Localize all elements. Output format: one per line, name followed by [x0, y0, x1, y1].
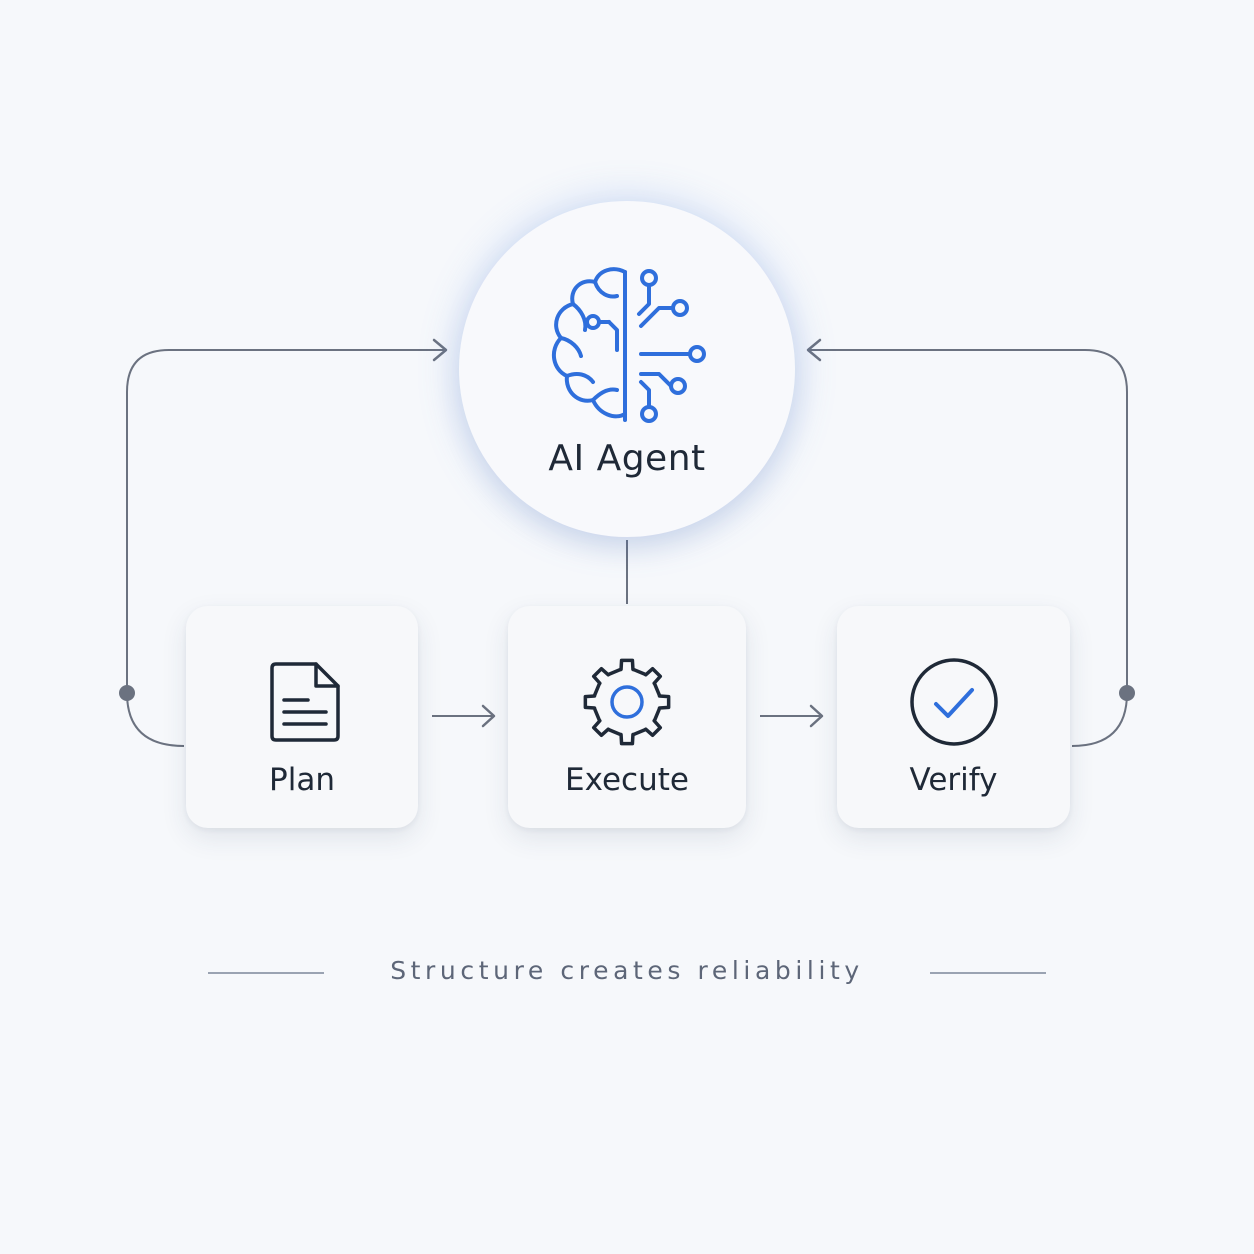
step-card-plan: Plan	[186, 606, 418, 828]
step-label-verify: Verify	[909, 762, 998, 798]
arrowhead-left-loop	[432, 338, 448, 362]
loop-connector-left	[126, 349, 444, 747]
document-icon	[270, 662, 340, 742]
check-circle-icon	[909, 658, 998, 746]
step-card-verify: Verify	[837, 606, 1070, 828]
step-label-execute: Execute	[565, 762, 689, 798]
step-label-plan: Plan	[269, 762, 335, 798]
arrowhead-execute-to-verify	[809, 704, 824, 728]
footer-rule-right	[930, 972, 1046, 974]
footer-rule-left	[208, 972, 324, 974]
arrowhead-plan-to-execute	[481, 704, 496, 728]
loop-node-dot-right	[1119, 685, 1135, 701]
footer: Structure creates reliability	[208, 952, 1046, 996]
arrowhead-right-loop	[806, 338, 822, 362]
step-card-execute: Execute	[508, 606, 746, 828]
loop-node-dot-left	[119, 685, 135, 701]
tagline: Structure creates reliability	[390, 956, 864, 985]
loop-connector-right	[810, 349, 1128, 747]
brain-circuit-icon	[551, 267, 706, 423]
gear-icon	[583, 658, 671, 746]
agent-label: AI Agent	[548, 438, 706, 479]
